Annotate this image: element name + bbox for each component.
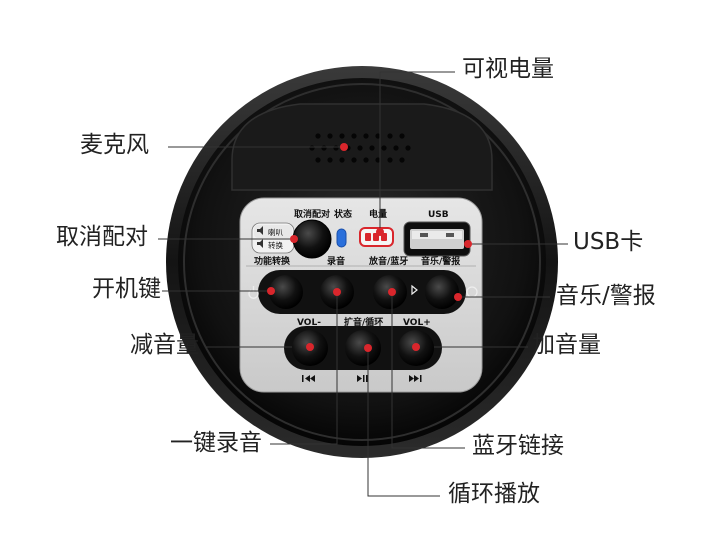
callout-vol-up: 加音量 [532, 332, 601, 358]
callout-battery: 可视电量 [462, 56, 554, 82]
amp-loop-panel-label: 扩音/循环 [344, 316, 383, 328]
bluetooth-icon [411, 284, 418, 296]
mode-switch-line2: 转换 [268, 240, 283, 250]
leader-lines [158, 71, 568, 497]
callout-pair: 取消配对 [56, 224, 148, 250]
button-rail-top [258, 270, 466, 314]
callout-mic: 麦克风 [80, 132, 149, 158]
skip-next-icon [409, 375, 422, 382]
music-panel-label: 音乐/警报 [421, 255, 460, 267]
loop-button[interactable] [345, 330, 381, 366]
callout-record: 一键录音 [170, 430, 262, 456]
vol-minus-panel-label: VOL- [297, 318, 321, 328]
speaker-small-icon [257, 226, 263, 248]
callout-music-alarm: 音乐/警报 [556, 283, 656, 309]
bt-panel-label: 放音/蓝牙 [368, 255, 408, 267]
play-pause-icon [357, 375, 368, 382]
callout-loop: 循环播放 [448, 481, 540, 507]
vol-plus-panel-label: VOL+ [403, 318, 431, 328]
pair-button[interactable] [292, 219, 332, 259]
skip-previous-icon [302, 375, 315, 382]
callout-vol-down: 减音量 [130, 332, 199, 358]
mode-panel-label: 功能转换 [254, 255, 291, 267]
power-button[interactable] [269, 275, 303, 309]
callout-power: 开机键 [92, 276, 161, 302]
mode-switch-line1: 喇叭 [268, 227, 283, 237]
music-alarm-button[interactable] [425, 275, 459, 309]
status-panel-label: 状态 [334, 208, 352, 220]
pair-panel-label: 取消配对 [294, 208, 330, 220]
callout-usb: USB卡 [573, 229, 644, 255]
callout-bluetooth: 蓝牙链接 [472, 433, 564, 459]
usb-panel-label: USB [428, 210, 449, 220]
leader-dots [267, 143, 472, 352]
record-panel-label: 录音 [327, 255, 345, 267]
battery-panel-label: 电量 [369, 208, 387, 220]
status-led [336, 228, 347, 248]
